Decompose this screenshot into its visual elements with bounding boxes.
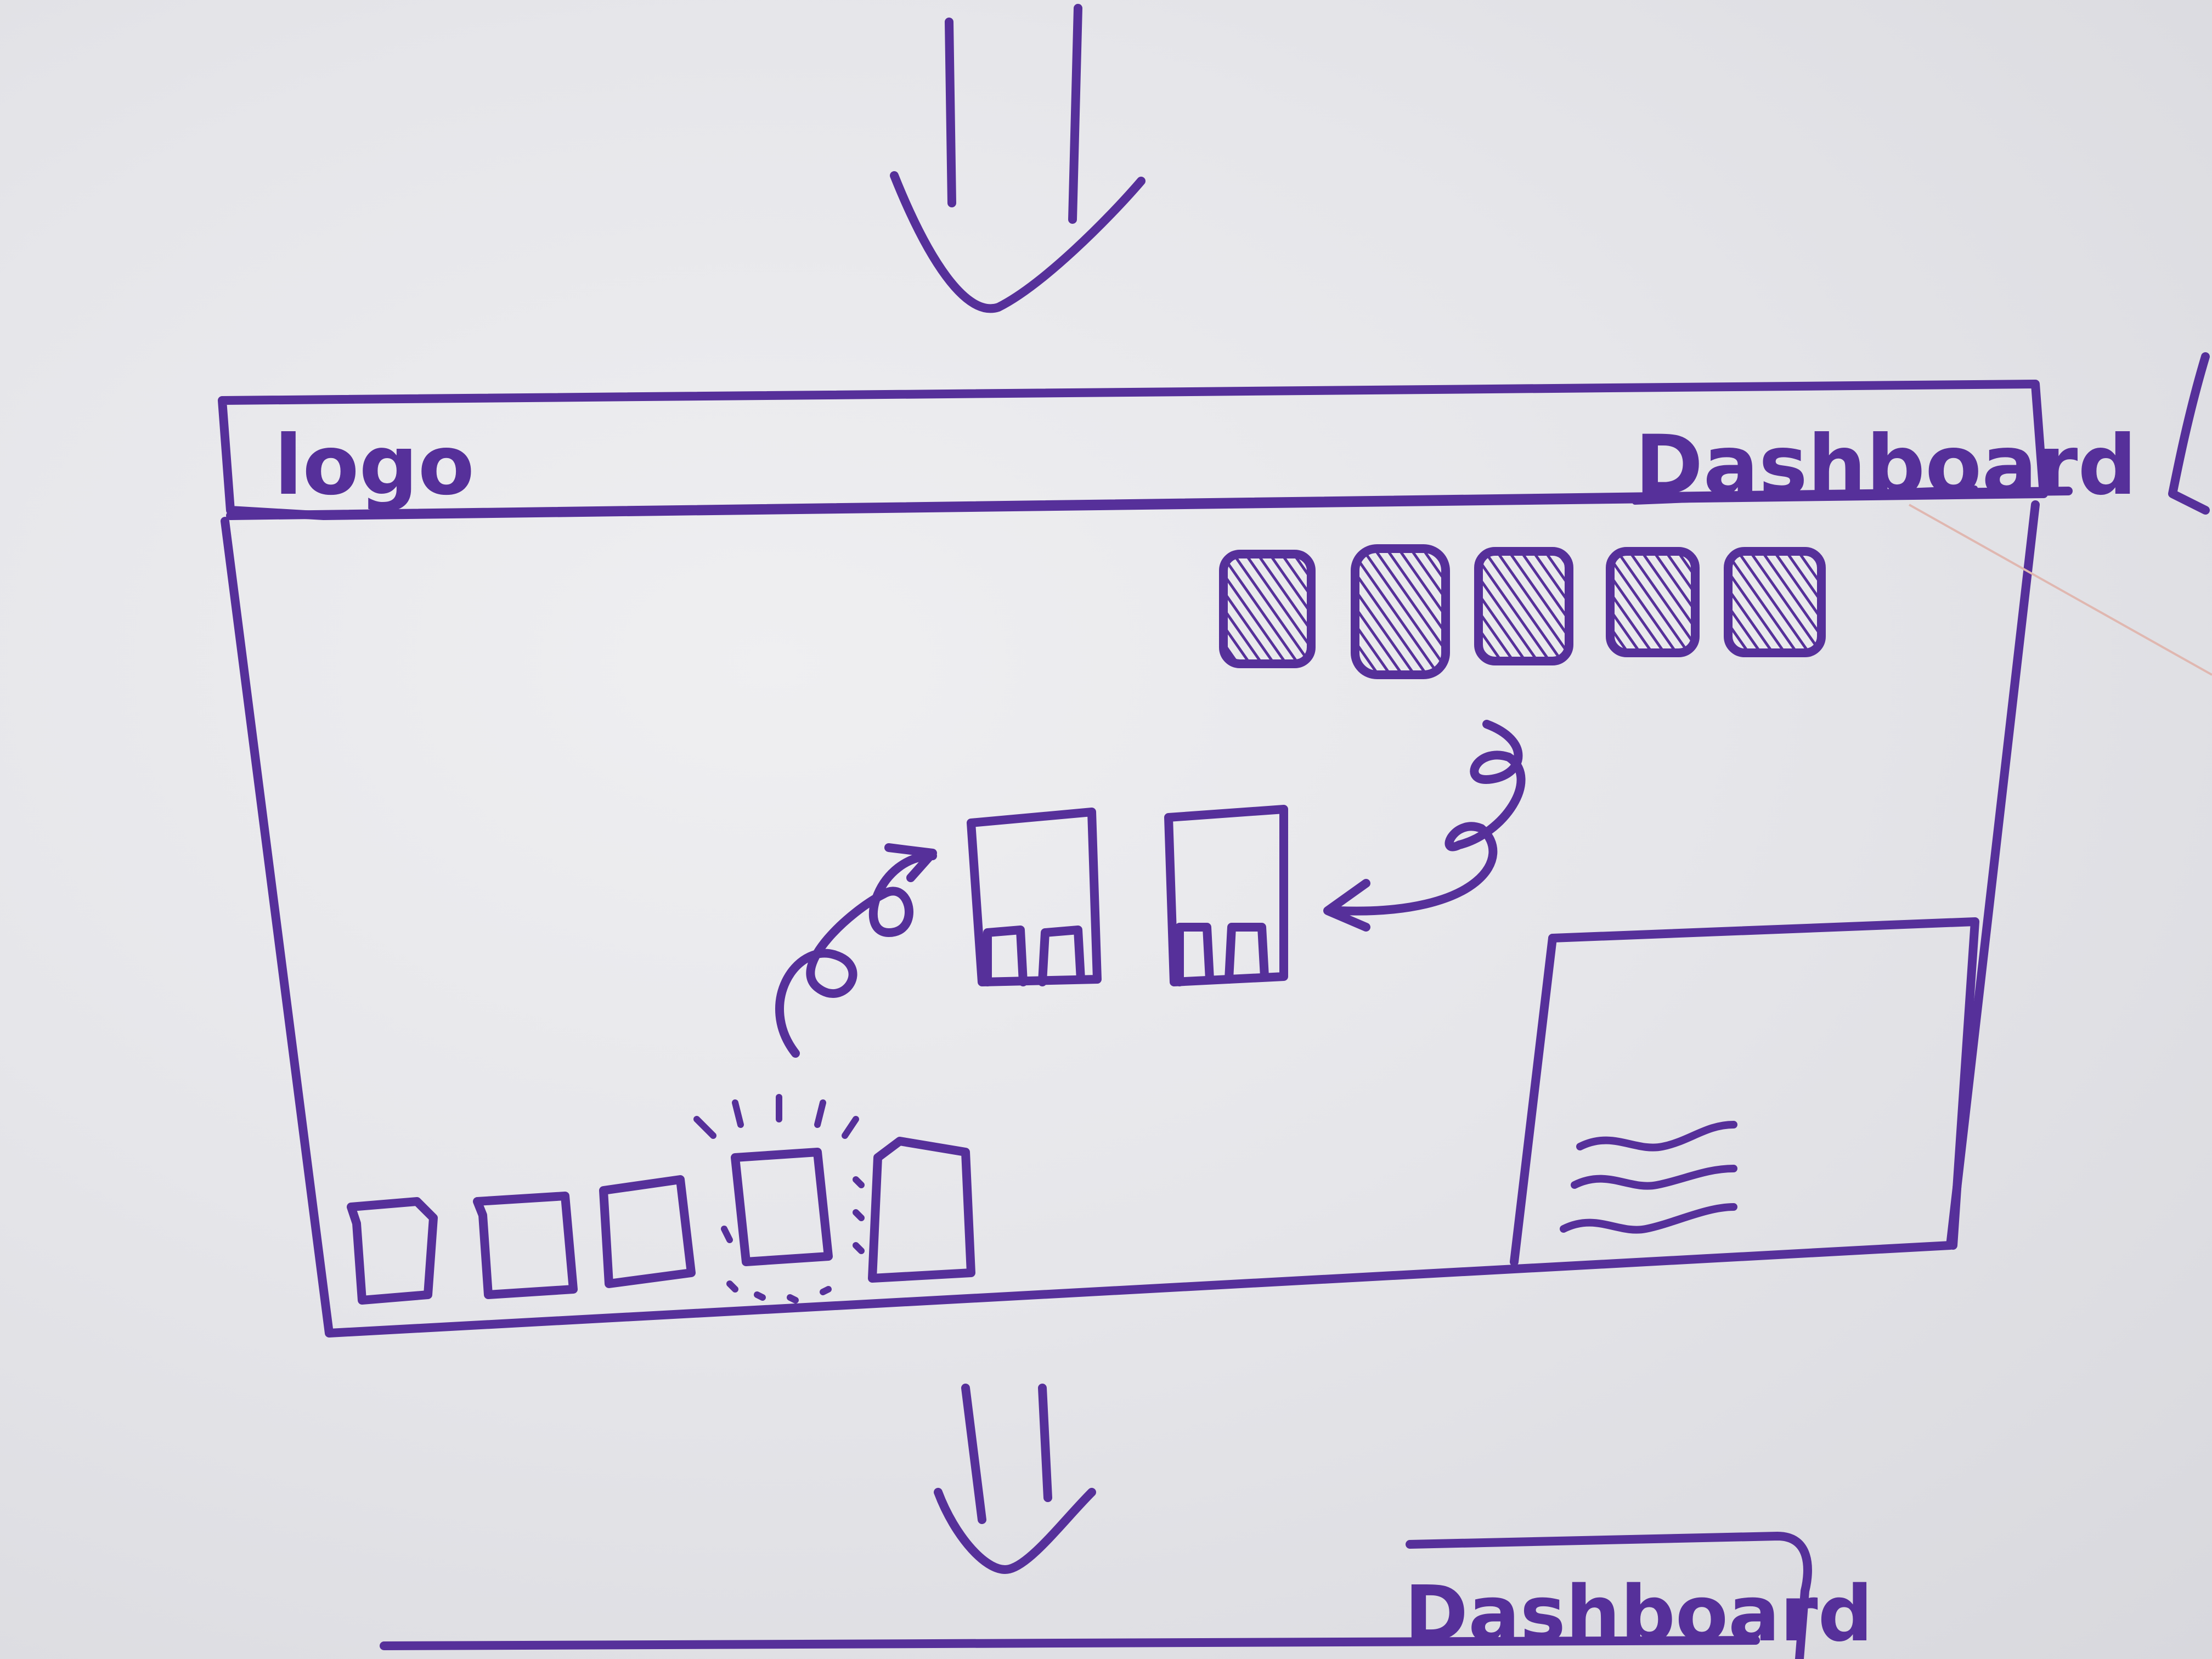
- bottom-card: [347, 1197, 438, 1305]
- partial-edge-shape: [2168, 352, 2210, 515]
- info-panel: [1510, 917, 1979, 1266]
- wireframe-header: logo Dashboard: [274, 418, 2137, 514]
- curly-arrow-to-middle-cards: [1334, 720, 1526, 916]
- faint-red-line: [1909, 504, 2212, 676]
- wireframe-logo: logo: [274, 418, 475, 514]
- middle-card: [1164, 805, 1288, 986]
- wave-lines-icon: [1560, 1121, 1737, 1234]
- curly-arrow-to-middle-cards-left: [775, 851, 937, 1058]
- bottom-card: [473, 1192, 578, 1299]
- curly-arrow-head-left-icon: [884, 843, 937, 882]
- middle-card-row: [967, 805, 1288, 986]
- top-card: [1474, 547, 1573, 665]
- wireframe-frame: [218, 380, 2073, 1338]
- bottom-card-row: [347, 1094, 975, 1305]
- top-card: [1606, 547, 1700, 657]
- top-card-row: [1219, 544, 1826, 679]
- middle-card: [967, 808, 1102, 986]
- wireframe-nav-dashboard: Dashboard: [1632, 418, 2137, 514]
- next-wireframe-frame: Dashboard: [380, 1532, 1873, 1659]
- bottom-card-highlighted: [693, 1094, 865, 1304]
- top-card: [1724, 547, 1826, 657]
- top-card: [1219, 550, 1316, 668]
- bottom-down-arrow-icon: [934, 1384, 1096, 1574]
- next-frame-dashboard-text: Dashboard: [1404, 1570, 1873, 1659]
- top-down-arrow-icon: [890, 4, 1146, 313]
- top-card: [1351, 544, 1450, 679]
- highlight-rays: [693, 1094, 865, 1304]
- bottom-card: [868, 1137, 975, 1283]
- bottom-card: [599, 1175, 696, 1288]
- curly-arrow-head-icon: [1323, 879, 1370, 932]
- wireframe-logo-text: logo: [274, 418, 475, 514]
